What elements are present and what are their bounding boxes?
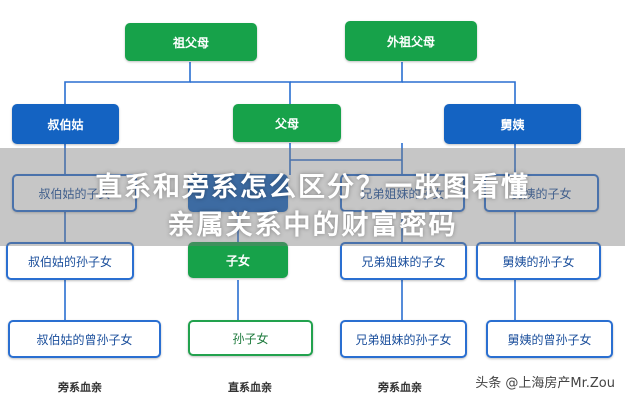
node-maternal-uncles-aunts: 舅姨 xyxy=(444,104,581,144)
node-maternal-grandchildren: 舅姨的孙子女 xyxy=(476,242,601,280)
node-maternal-great-grandchildren: 舅姨的曾孙子女 xyxy=(486,320,613,358)
node-maternal-cousins: 舅姨的子女 xyxy=(484,174,599,212)
node-siblings-grandchildren: 兄弟姐妹的子女 xyxy=(340,242,467,280)
node-grandchildren: 孙子女 xyxy=(188,320,313,356)
node-siblings-children: 兄弟姐妹的子女 xyxy=(340,174,465,212)
node-paternal-great-grandchildren: 叔伯姑的曾孙子女 xyxy=(8,320,161,358)
node-paternal-uncles-aunts: 叔伯姑 xyxy=(12,104,119,144)
node-children: 子女 xyxy=(188,242,288,278)
node-siblings-great-grandchildren: 兄弟姐妹的孙子女 xyxy=(340,320,467,358)
banner-title-line1: 直系和旁系怎么区分？一张图看懂 xyxy=(95,172,530,203)
footer-label-center: 直系血亲 xyxy=(228,381,272,394)
footer-label-right: 旁系血亲 xyxy=(378,381,422,394)
title-banner xyxy=(0,148,625,246)
banner-title-line2: 亲属关系中的财富密码 xyxy=(167,210,458,241)
node-maternal-grandparents: 外祖父母 xyxy=(345,21,477,61)
node-paternal-grandchildren: 叔伯姑的孙子女 xyxy=(6,242,134,280)
node-paternal-cousins: 叔伯姑的子女 xyxy=(12,174,137,212)
node-paternal-grandparents: 祖父母 xyxy=(125,23,257,61)
node-parents: 父母 xyxy=(233,104,341,142)
footer-label-left: 旁系血亲 xyxy=(58,381,102,394)
watermark-text: 头条 @上海房产Mr.Zou xyxy=(475,376,615,391)
node-self xyxy=(188,174,288,212)
